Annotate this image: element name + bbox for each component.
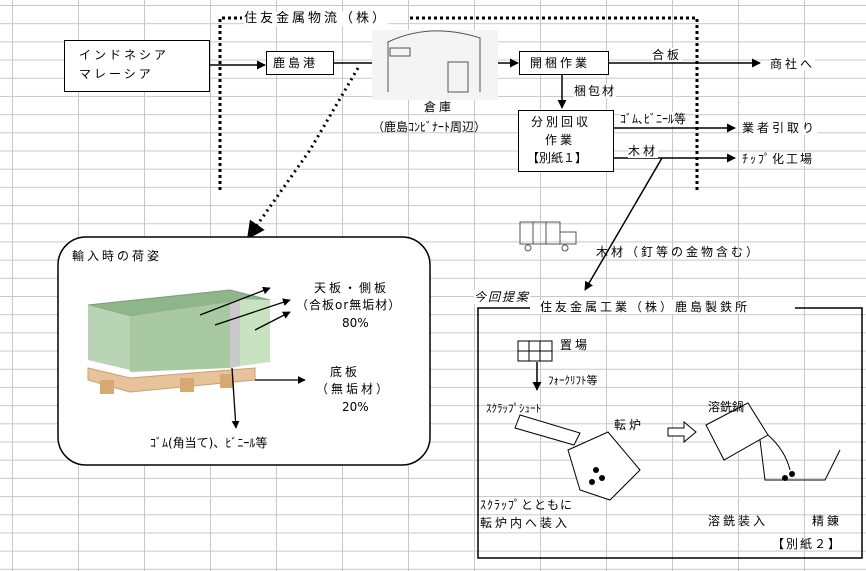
rubber-corner-label: ｺﾞﾑ(角当て)、ﾋﾞﾆｰﾙ等 <box>150 436 268 450</box>
warehouse-label: 倉庫 <box>424 100 455 114</box>
sort-line-2: 作業 <box>545 133 576 147</box>
source-line-2: マレーシア <box>79 67 154 81</box>
unpack-box: 開梱作業 <box>519 51 609 75</box>
steelworks-label: 住友金属工業（株）鹿島製鉄所 <box>536 300 755 314</box>
truck-wood-label: 木材（釘等の金物含む） <box>596 245 762 259</box>
sorting-box: 分別回収 作業 【別紙１】 <box>518 110 614 172</box>
contractor-label: 業者引取り <box>742 121 818 135</box>
arrow-wood-to-steelworks <box>584 157 663 291</box>
unpack-label: 開梱作業 <box>530 56 591 70</box>
hot-metal-charge-label: 溶銑装入 <box>708 514 769 528</box>
bottom-material-label: （無垢材） <box>316 382 392 396</box>
port-box: 鹿島港 <box>266 51 334 75</box>
scrap-chute-label: ｽｸﾗｯﾌﾟｼｭｰﾄ <box>486 402 541 415</box>
scrap-charge-line-2: 転炉内へ装入 <box>480 516 571 530</box>
converter-label: 転炉 <box>614 418 645 432</box>
refining-label: 精錬 <box>812 514 843 528</box>
warehouse-location-label: （鹿島ｺﾝﾋﾞﾅｰﾄ周辺） <box>372 120 487 134</box>
trader-label: 商社へ <box>770 57 816 71</box>
scrap-charge-line-1: ｽｸﾗｯﾌﾟとともに <box>480 498 574 512</box>
top-side-percent: 80% <box>342 316 369 330</box>
proposal-label: 今回提案 <box>474 290 531 304</box>
logistics-company-label: 住友金属物流（株） <box>244 11 389 26</box>
rubber-vinyl-label: ｺﾞﾑ､ﾋﾞﾆｰﾙ等 <box>620 112 687 126</box>
source-country-box: インドネシア マレーシア <box>64 40 210 92</box>
import-panel-title: 輸入時の荷姿 <box>72 249 163 263</box>
bottom-percent: 20% <box>342 400 369 414</box>
sort-line-3: 【別紙１】 <box>527 151 588 165</box>
plywood-label: 合板 <box>652 48 683 62</box>
top-side-board-label: 天板・側板 <box>314 281 390 295</box>
source-line-1: インドネシア <box>79 48 170 62</box>
logistics-boundary-dotted <box>218 16 699 190</box>
ladle-label: 溶銑鍋 <box>708 400 745 414</box>
packing-material-label: 梱包材 <box>574 84 617 98</box>
annex2-label: 【別紙２】 <box>772 537 843 551</box>
chip-factory-label: ﾁｯﾌﾟ化工場 <box>742 152 815 166</box>
sort-line-1: 分別回収 <box>531 115 592 129</box>
proposal-frame <box>477 307 863 559</box>
forklift-label: ﾌｫｰｸﾘﾌﾄ等 <box>548 374 598 387</box>
dotted-arrow-to-panel <box>246 67 360 240</box>
top-side-material-label: （合板or無垢材） <box>296 298 402 312</box>
storage-label: 置場 <box>560 338 591 352</box>
bottom-board-label: 底板 <box>330 365 361 379</box>
wood-label: 木材 <box>628 144 659 158</box>
port-label: 鹿島港 <box>273 56 319 70</box>
